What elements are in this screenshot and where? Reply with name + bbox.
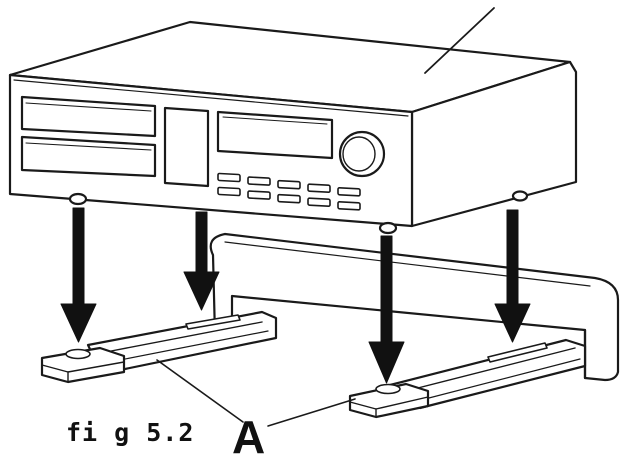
display-window xyxy=(216,110,334,160)
bracket-right-foot xyxy=(348,382,430,419)
down-arrow-icon xyxy=(183,211,220,311)
down-arrow-icon xyxy=(494,209,531,343)
down-arrow-icon xyxy=(368,235,405,384)
front-panel-door xyxy=(163,106,210,188)
receiver-foot-back-right xyxy=(511,190,529,202)
volume-knob-icon xyxy=(338,130,386,178)
receiver-foot-front-left xyxy=(68,192,88,206)
receiver-foot-front-right xyxy=(378,221,398,235)
front-buttons xyxy=(217,172,361,211)
disc-slot-1 xyxy=(20,95,157,138)
placement-arrows xyxy=(60,207,531,384)
wall-bracket xyxy=(40,232,620,419)
bracket-left-foot xyxy=(40,346,126,384)
callout-lines xyxy=(156,359,356,427)
figure-caption: fi g 5.2 xyxy=(66,418,195,447)
leader-line-top xyxy=(424,7,495,74)
callout-label: A xyxy=(232,411,266,463)
av-receiver xyxy=(8,7,578,235)
disc-slot-2 xyxy=(20,135,157,178)
down-arrow-icon xyxy=(60,207,97,343)
